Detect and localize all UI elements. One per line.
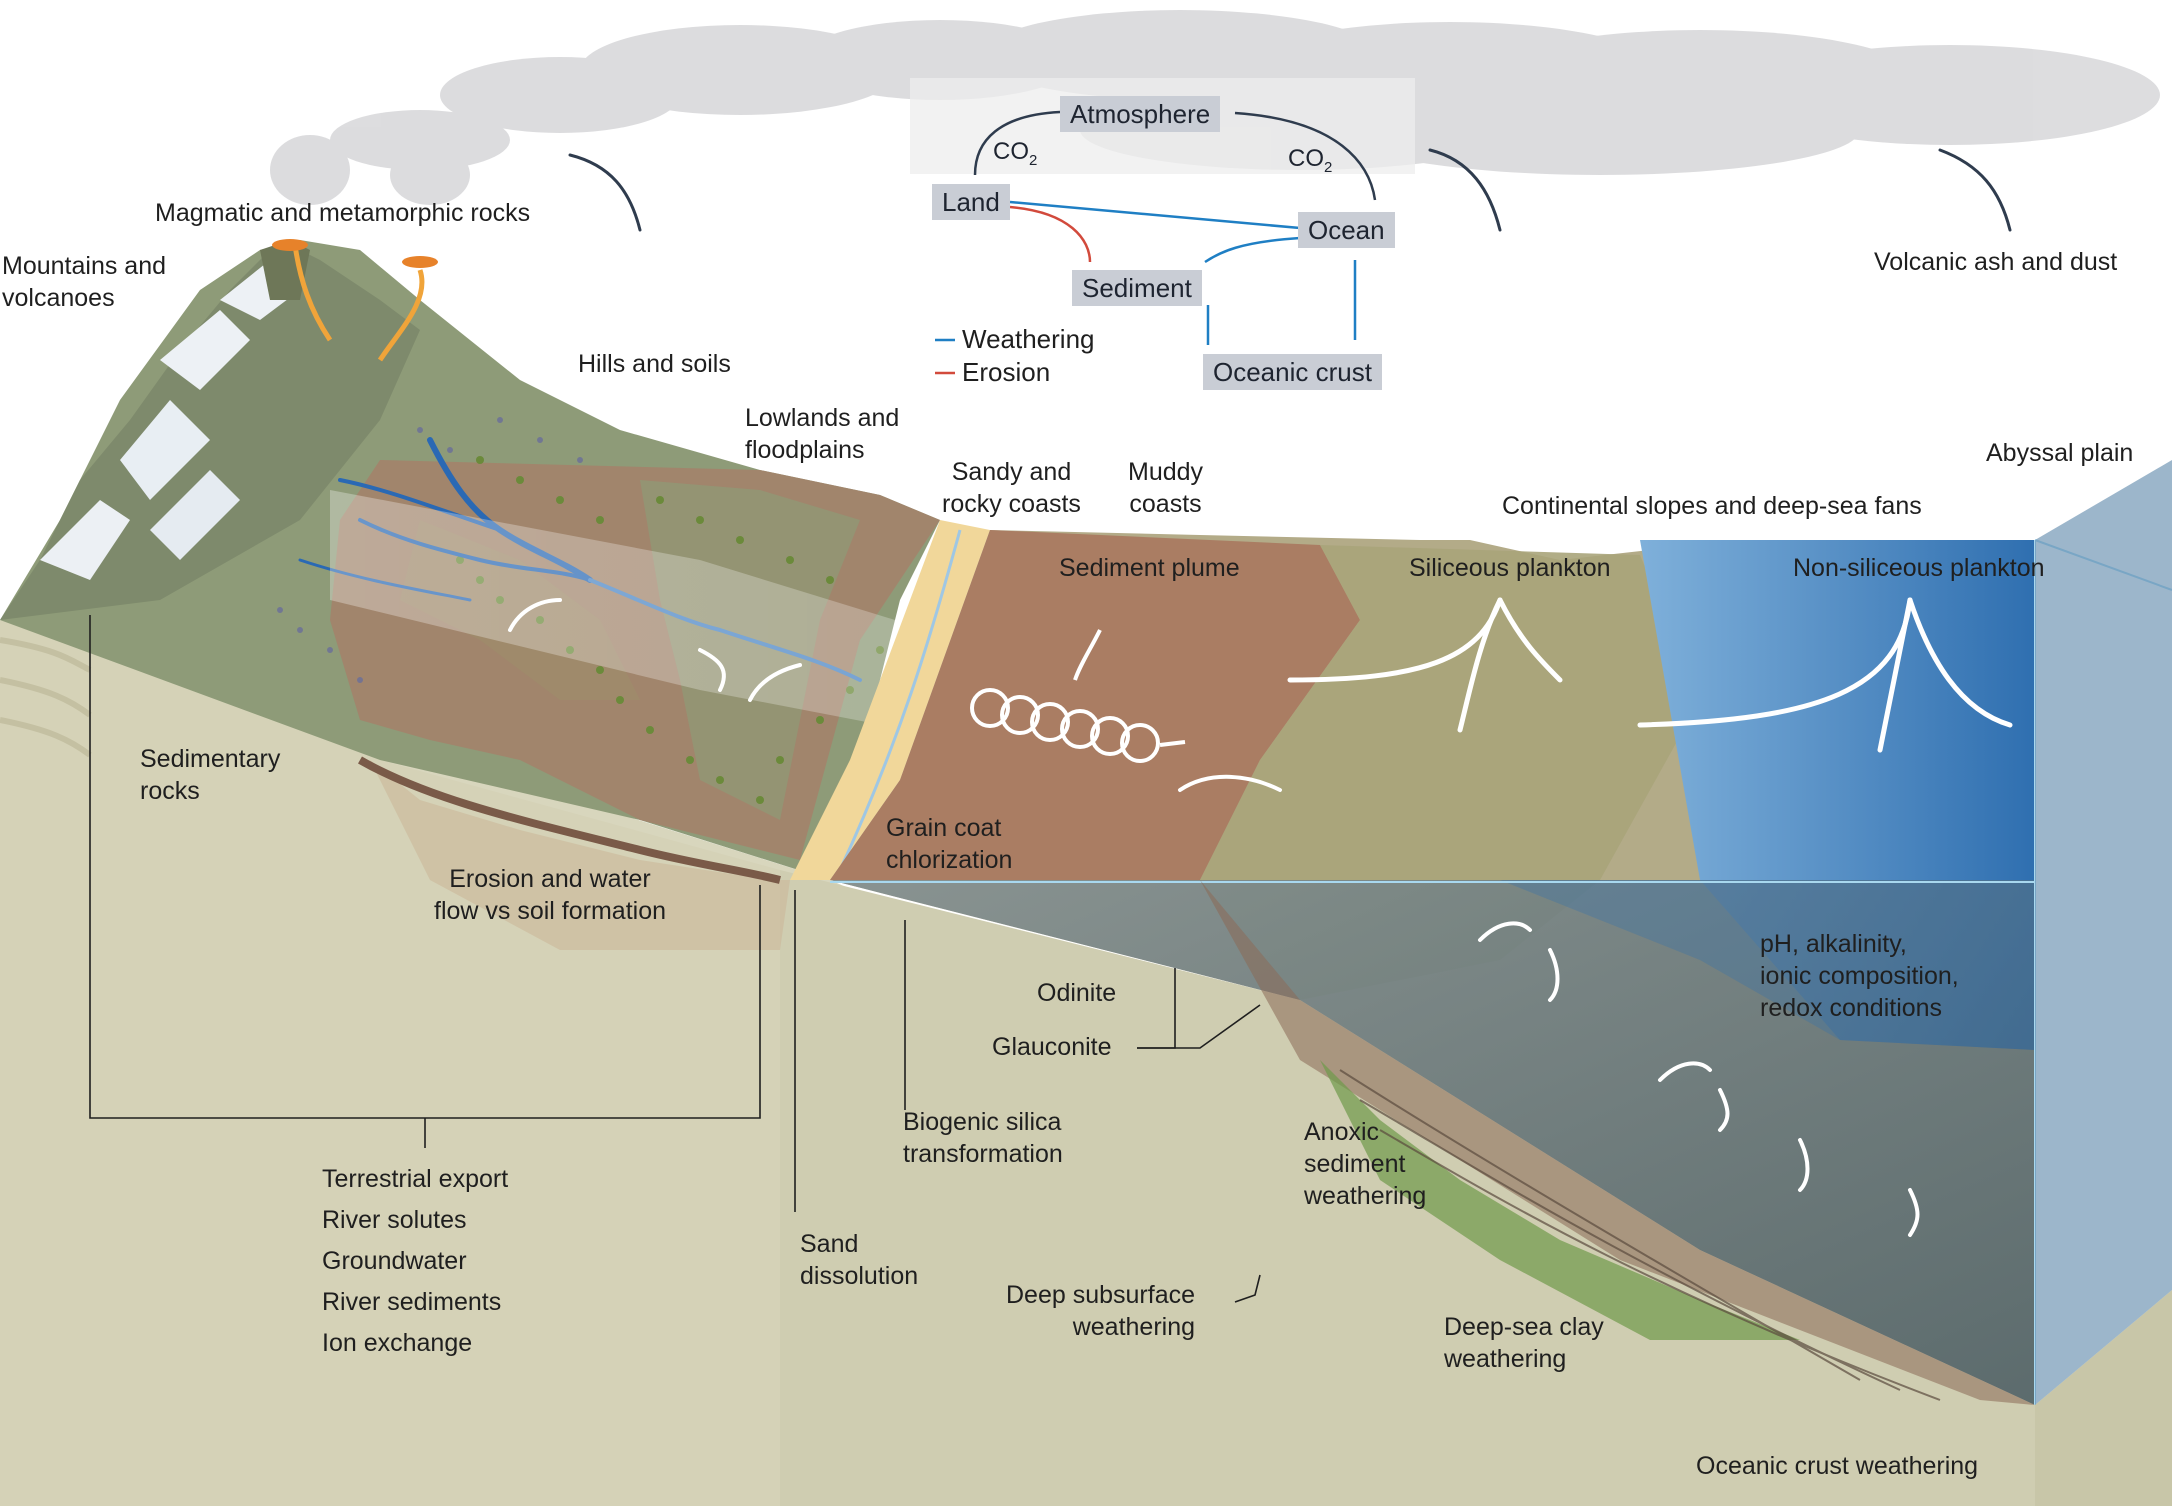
label-deep-subsurface: Deep subsurface weathering: [1006, 1281, 1196, 1341]
label-oceanic-crust-weathering: Oceanic crust weathering: [1696, 1452, 1979, 1480]
label-ph-alkalinity: pH, alkalinity, ionic composition, redox…: [1760, 930, 1959, 1022]
label-erosion-water-flow: Erosion and water flow vs soil formation: [434, 865, 667, 925]
label-sand-dissolution: Sand dissolution: [800, 1230, 919, 1290]
wave-circulation-icon: [970, 629, 1186, 763]
label-biogenic-silica: Biogenic silica transformation: [903, 1108, 1063, 1168]
legend-erosion: Erosion: [962, 357, 1051, 387]
volcano-icon: [260, 239, 438, 362]
co2-left-label: CO2: [993, 138, 1038, 169]
label-magmatic-rocks: Magmatic and metamorphic rocks: [155, 199, 531, 227]
ocean-box: Ocean: [1298, 212, 1395, 248]
mountains-icon: [0, 240, 420, 620]
co2-right-label: CO2: [1288, 145, 1333, 176]
label-sediment-plume: Sediment plume: [1059, 554, 1240, 582]
oceanic-crust-box: Oceanic crust: [1203, 354, 1382, 390]
atmosphere-box: Atmosphere: [1060, 96, 1221, 132]
label-non-siliceous-plankton: Non-siliceous plankton: [1793, 554, 2045, 582]
label-abyssal-plain: Abyssal plain: [1986, 439, 2134, 467]
label-sedimentary-rocks: Sedimentary rocks: [140, 745, 281, 805]
label-anoxic-sediment: Anoxic sediment weathering: [1304, 1118, 1427, 1210]
terrestrial-export-item: Terrestrial export: [322, 1165, 509, 1193]
label-continental-slopes: Continental slopes and deep-sea fans: [1502, 492, 1922, 520]
terrestrial-export-item: River sediments: [322, 1288, 502, 1316]
label-grain-coat: Grain coat chlorization: [886, 814, 1013, 874]
terrestrial-export-item: Ion exchange: [322, 1329, 473, 1357]
label-deep-sea-clay: Deep-sea clay weathering: [1444, 1313, 1604, 1373]
label-lowlands-floodplains: Lowlands and floodplains: [745, 404, 900, 464]
label-mountains-volcanoes: Mountains and volcanoes: [2, 252, 167, 312]
co2-cycle-arrows-icon: [935, 110, 1377, 375]
label-siliceous-plankton: Siliceous plankton: [1409, 554, 1611, 582]
label-glauconite: Glauconite: [992, 1033, 1112, 1061]
legend-weathering: Weathering: [962, 324, 1095, 354]
label-odinite: Odinite: [1037, 979, 1117, 1007]
plankton-arrows-icon: [1287, 597, 2013, 753]
strata-lines: [0, 637, 92, 758]
label-muddy-coasts: Muddy coasts: [1128, 458, 1204, 518]
land-box: Land: [932, 184, 1010, 220]
terrestrial-export-item: River solutes: [322, 1206, 467, 1234]
label-volcanic-ash: Volcanic ash and dust: [1874, 248, 2118, 276]
label-sandy-rocky-coasts: Sandy and rocky coasts: [942, 458, 1081, 518]
terrestrial-export-item: Groundwater: [322, 1247, 467, 1275]
sediment-box: Sediment: [1072, 270, 1202, 306]
label-hills-soils: Hills and soils: [578, 350, 731, 378]
